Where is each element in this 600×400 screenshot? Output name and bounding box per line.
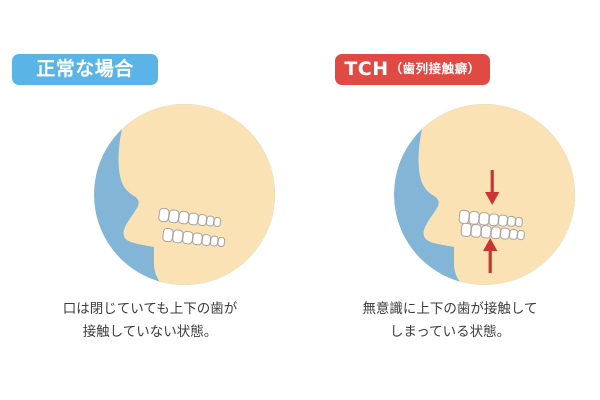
caption-normal: 口は閉じていても上下の歯が 接触していない状態。 (0, 298, 300, 344)
caption-normal-line-2: 接触していない状態。 (82, 324, 218, 341)
arrow-up-icon (483, 238, 498, 273)
figure-tch (394, 104, 575, 285)
upper-teeth-right (458, 209, 523, 228)
lower-teeth-right (460, 222, 525, 241)
badge-tch-label: TCH (344, 58, 389, 80)
figure-normal (94, 104, 275, 285)
panel-tch: TCH （歯列接触癖） (300, 0, 600, 400)
badge-tch: TCH （歯列接触癖） (335, 54, 490, 85)
face-profile-right (418, 104, 575, 285)
upper-teeth-left (158, 207, 222, 228)
badge-normal: 正常な場合 (12, 54, 158, 85)
badge-tch-sublabel: （歯列接触癖） (389, 61, 481, 77)
badge-normal-label: 正常な場合 (36, 58, 134, 80)
arrow-down-icon (485, 170, 500, 205)
caption-normal-line-1: 口は閉じていても上下の歯が (62, 301, 238, 317)
caption-tch-line-2: しまっている状態。 (389, 324, 511, 341)
lower-teeth-left (162, 227, 226, 248)
caption-tch-line-1: 無意識に上下の歯が接触して (362, 301, 538, 317)
face-profile-left (118, 104, 275, 285)
caption-tch: 無意識に上下の歯が接触して しまっている状態。 (300, 298, 600, 344)
panel-normal: 正常な場合 (0, 54, 300, 344)
